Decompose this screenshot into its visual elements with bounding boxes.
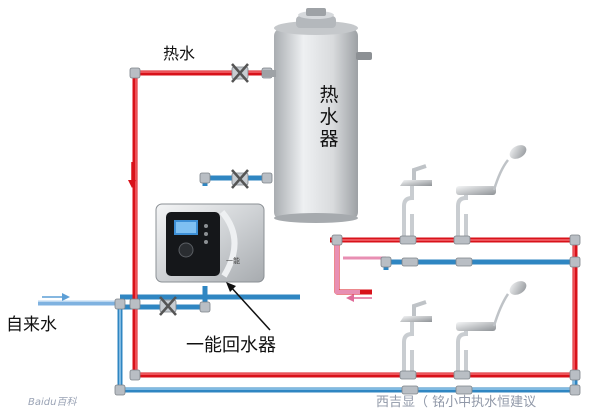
device-brand-label: 一能 xyxy=(226,257,240,265)
flow-arrows xyxy=(42,162,372,302)
valve-hot-outlet xyxy=(231,63,249,83)
hot-water-label: 热水 xyxy=(163,44,196,63)
cold-inlet-label: 自来水 xyxy=(6,315,57,335)
mixed-pipe xyxy=(335,240,360,294)
pipe-fittings xyxy=(114,67,581,396)
recirculator-device xyxy=(155,203,265,283)
upper-fixture-group xyxy=(399,164,432,267)
water-heater-label: 热水器 xyxy=(319,84,339,150)
hot-pipe-highlight xyxy=(135,71,575,375)
lower-fixture-group xyxy=(399,300,432,395)
lower-shower-mixer xyxy=(453,281,527,395)
recirculator-label: 一能回水器 xyxy=(186,335,276,356)
upper-shower-mixer xyxy=(453,145,527,267)
valve-return-inlet xyxy=(231,169,249,189)
valve-cold-inlet xyxy=(159,296,177,316)
inlet-pipe xyxy=(38,300,120,306)
watermark-right: 西吉显（ 铭小中执水恒建议 xyxy=(376,395,537,410)
device-pointer-arrow xyxy=(226,282,271,331)
watermark-left: Baidu百科 xyxy=(28,397,77,408)
water-heater xyxy=(262,8,372,223)
